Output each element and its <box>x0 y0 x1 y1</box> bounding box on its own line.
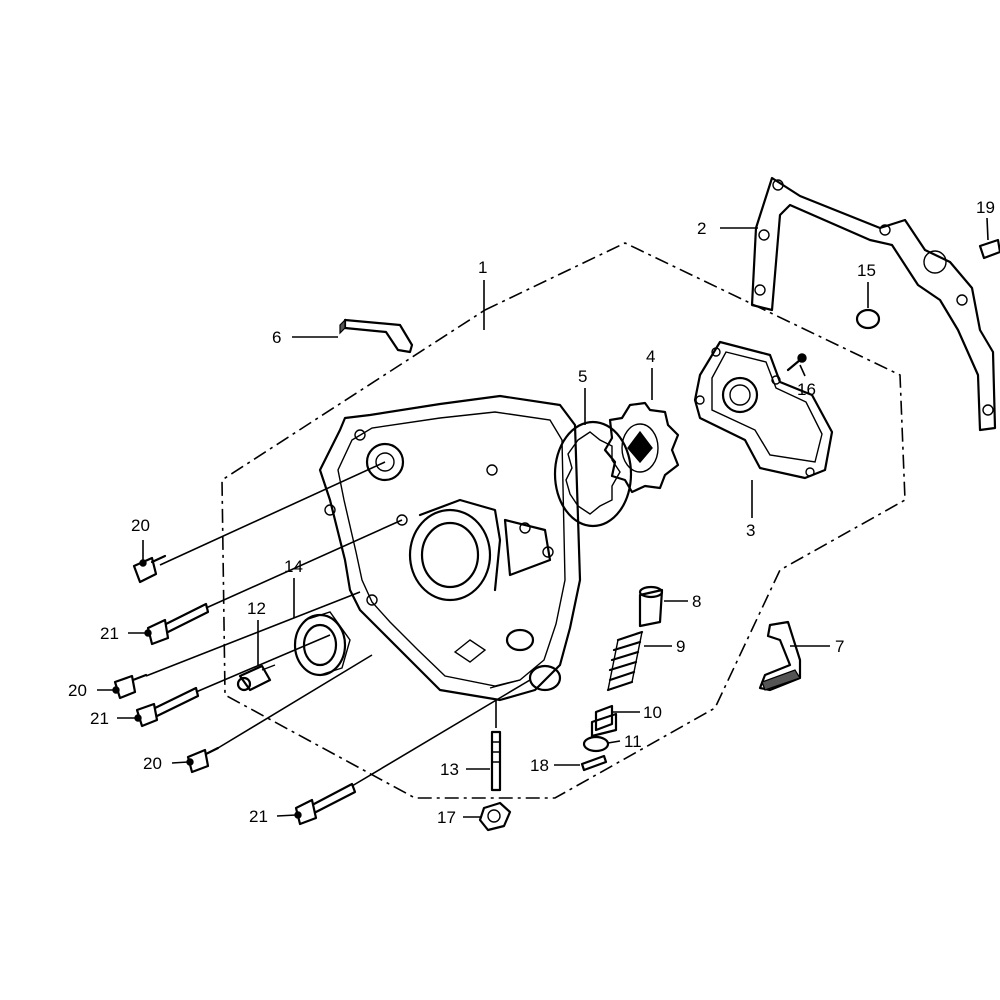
part-2-gasket <box>750 176 997 432</box>
part-9-spring <box>606 630 644 692</box>
callout-labels: 1 2 3 4 5 6 7 8 9 10 11 12 13 14 15 16 1… <box>68 198 995 827</box>
part-19-dowel-pin <box>978 238 1000 260</box>
part-21-bolt-a <box>146 602 210 646</box>
callout-1: 1 <box>478 258 487 277</box>
callout-8: 8 <box>692 592 701 611</box>
leader-lines <box>97 217 989 818</box>
callout-15: 15 <box>857 261 876 280</box>
part-11-washer <box>582 735 610 753</box>
callout-19: 19 <box>976 198 995 217</box>
callout-6: 6 <box>272 328 281 347</box>
part-14-oil-seal <box>293 611 351 677</box>
part-15-o-ring <box>855 308 881 330</box>
callout-20-middle: 20 <box>68 681 87 700</box>
callout-2: 2 <box>697 219 706 238</box>
callout-12: 12 <box>247 599 266 618</box>
callout-18: 18 <box>530 756 549 775</box>
callout-13: 13 <box>440 760 459 779</box>
callout-4: 4 <box>646 347 655 366</box>
callout-9: 9 <box>676 637 685 656</box>
callout-5: 5 <box>578 367 587 386</box>
callout-20-top: 20 <box>131 516 150 535</box>
callout-3: 3 <box>746 521 755 540</box>
callout-17: 17 <box>437 808 456 827</box>
part-6-seal-strip <box>339 318 414 354</box>
callout-21-top: 21 <box>100 624 119 643</box>
part-18-cotter-pin <box>580 754 608 772</box>
part-13-stud <box>490 730 502 792</box>
assembly-boundary <box>221 242 906 799</box>
callout-16: 16 <box>797 380 816 399</box>
part-20-bolt-b <box>113 673 148 700</box>
callout-21-bottom: 21 <box>249 807 268 826</box>
part-10-sealing-bolt <box>590 704 618 738</box>
part-20-bolt-a <box>132 554 167 584</box>
part-1-pump-body <box>318 394 582 702</box>
part-4-inner-rotor <box>603 401 680 494</box>
part-8-relief-valve <box>638 585 664 628</box>
callout-20-bottom: 20 <box>143 754 162 773</box>
part-21-bolt-b <box>135 686 200 728</box>
part-16-screw <box>786 353 807 372</box>
part-5-outer-rotor <box>553 420 633 528</box>
callout-14: 14 <box>284 557 303 576</box>
part-21-bolt-c <box>294 782 357 826</box>
part-20-bolt-c <box>186 746 220 774</box>
part-17-nut <box>478 801 512 832</box>
part-12-plug <box>236 664 276 692</box>
callout-7: 7 <box>835 637 844 656</box>
part-7-seal-strip <box>758 620 802 692</box>
part-3-pump-cover <box>693 340 834 480</box>
callout-10: 10 <box>643 703 662 722</box>
callout-dots <box>112 559 302 819</box>
callout-21-middle: 21 <box>90 709 109 728</box>
callout-11: 11 <box>624 732 642 751</box>
